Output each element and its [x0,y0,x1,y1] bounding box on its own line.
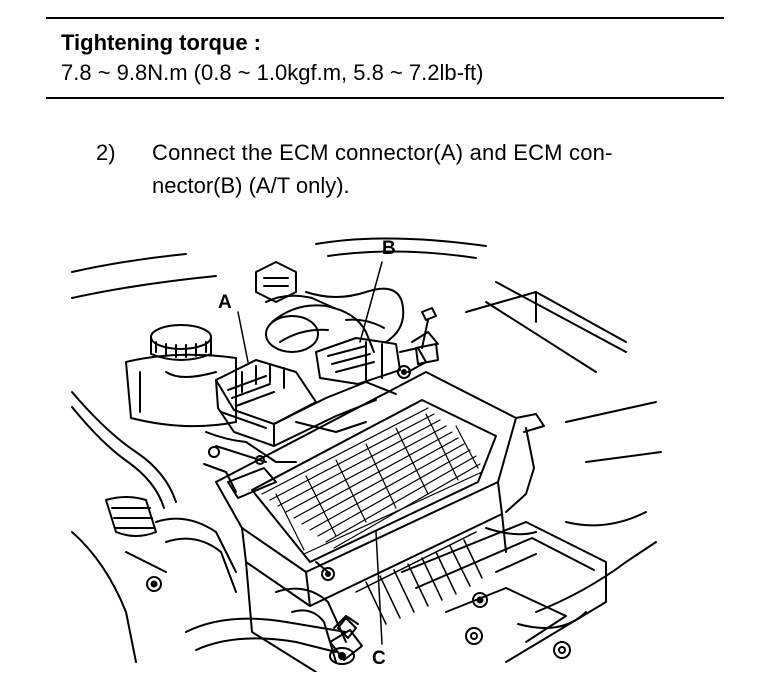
torque-value: 7.8 ~ 9.8N.m (0.8 ~ 1.0kgf.m, 5.8 ~ 7.2l… [61,60,484,85]
battery-tray [401,511,657,663]
engine-bay-illustration: A B C [71,237,662,672]
hoses-lower [275,561,357,663]
ecm-connector-b [315,331,439,385]
callout-a: A [218,292,232,313]
clip-c [329,615,363,665]
air-filter-element [251,399,497,563]
step-number: 2) [96,140,116,165]
step-text-line-2: nector(B) (A/T only). [152,173,350,198]
air-cleaner-assembly [215,371,545,672]
leader-a [237,311,249,363]
mount-bolt [415,307,439,365]
leader-c [375,531,383,645]
hoses-left [71,391,347,663]
leader-b [359,261,383,343]
callout-leaders [237,261,383,645]
housing-ribs [355,531,483,625]
fluid-reservoir [125,324,237,428]
callout-c: C [372,648,386,669]
body-panel-lines [71,237,662,463]
torque-title: Tightening torque : [61,30,262,55]
step-text-line-1: Connect the ECM connector(A) and ECM con… [152,140,613,165]
intake-duct [255,261,405,353]
torque-box-bottom-rule [46,97,724,99]
ecm-connector-a [215,359,317,447]
torque-box-top-rule [46,17,724,19]
callout-b: B [382,238,396,259]
